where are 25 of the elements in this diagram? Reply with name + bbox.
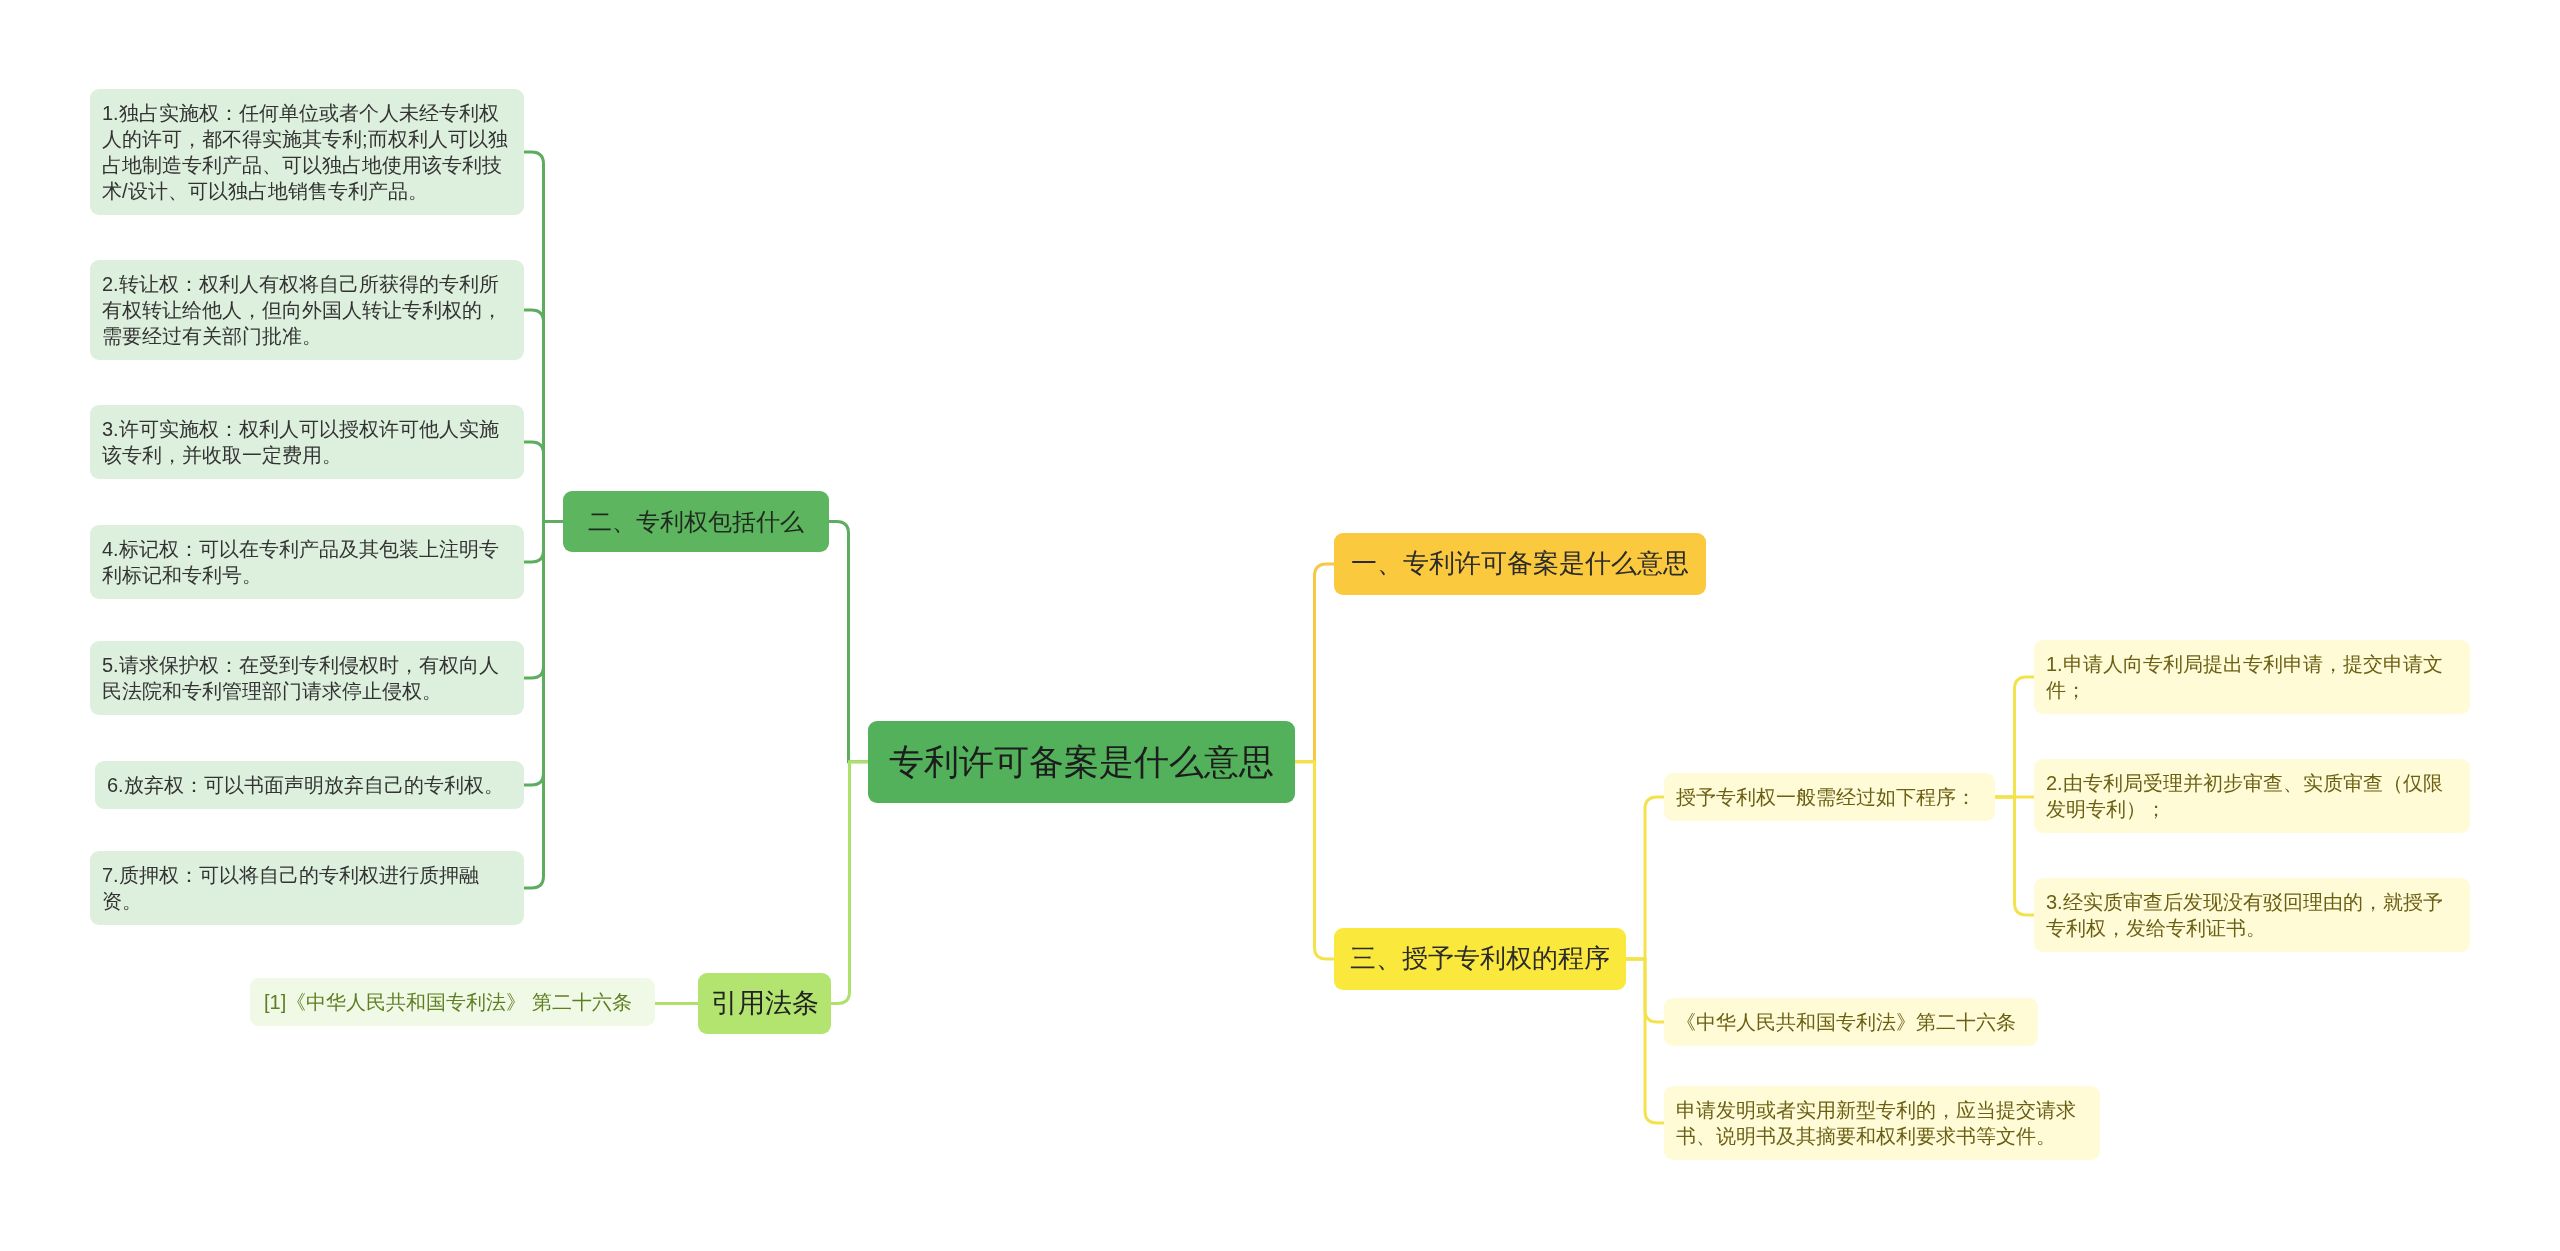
leaf-topic-box: 7.质押权：可以将自己的专利权进行质押融资。 (90, 851, 524, 925)
leaf-topic-box: 3.经实质审查后发现没有驳回理由的，就授予专利权，发给专利证书。 (2034, 878, 2470, 952)
branch-topic-box: 三、授予专利权的程序 (1334, 928, 1626, 990)
leaf-topic-box: 1.申请人向专利局提出专利申请，提交申请文件； (2034, 640, 2470, 714)
leaf-topic-box: 申请发明或者实用新型专利的，应当提交请求书、说明书及其摘要和权利要求书等文件。 (1664, 1086, 2100, 1160)
connector-line (655, 1002, 698, 1006)
leaf-topic-box: 6.放弃权：可以书面声明放弃自己的专利权。 (95, 761, 524, 809)
connector-line (1995, 795, 2034, 917)
leaf-topic-box: 1.独占实施权：任何单位或者个人未经专利权人的许可，都不得实施其专利;而权利人可以独占地制造专利产品、可以独占地使用该专利技术/设计、可以独占地销售专利产品。 (90, 89, 524, 215)
branch-topic-box: 引用法条 (698, 973, 831, 1035)
leaf-topic-box: 2.转让权：权利人有权将自己所获得的专利所有权转让给他人，但向外国人转让专利权的，需要经过有关部门批准。 (90, 260, 524, 360)
connector-line (831, 760, 868, 1006)
leaf-topic-box: 4.标记权：可以在专利产品及其包装上注明专利标记和专利号。 (90, 525, 524, 599)
central-topic-box: 专利许可备案是什么意思 (868, 721, 1295, 803)
leaf-topic-box: 5.请求保护权：在受到专利侵权时，有权向人民法院和专利管理部门请求停止侵权。 (90, 641, 524, 715)
leaf-topic-box: 2.由专利局受理并初步审查、实质审查（仅限发明专利）； (2034, 759, 2470, 833)
branch-topic-box: 二、专利权包括什么 (563, 491, 829, 553)
leaf-topic-box: 授予专利权一般需经过如下程序： (1664, 773, 1995, 821)
connector-line (1295, 760, 1334, 961)
leaf-topic-box: [1]《中华人民共和国专利法》 第二十六条 (250, 978, 655, 1026)
leaf-topic-box: 《中华人民共和国专利法》第二十六条 (1664, 998, 2038, 1046)
connector-line (524, 520, 563, 890)
branch-topic-box: 一、专利许可备案是什么意思 (1334, 533, 1706, 595)
connector-line (1626, 957, 1664, 1125)
leaf-topic-box: 3.许可实施权：权利人可以授权许可他人实施该专利，并收取一定费用。 (90, 405, 524, 479)
